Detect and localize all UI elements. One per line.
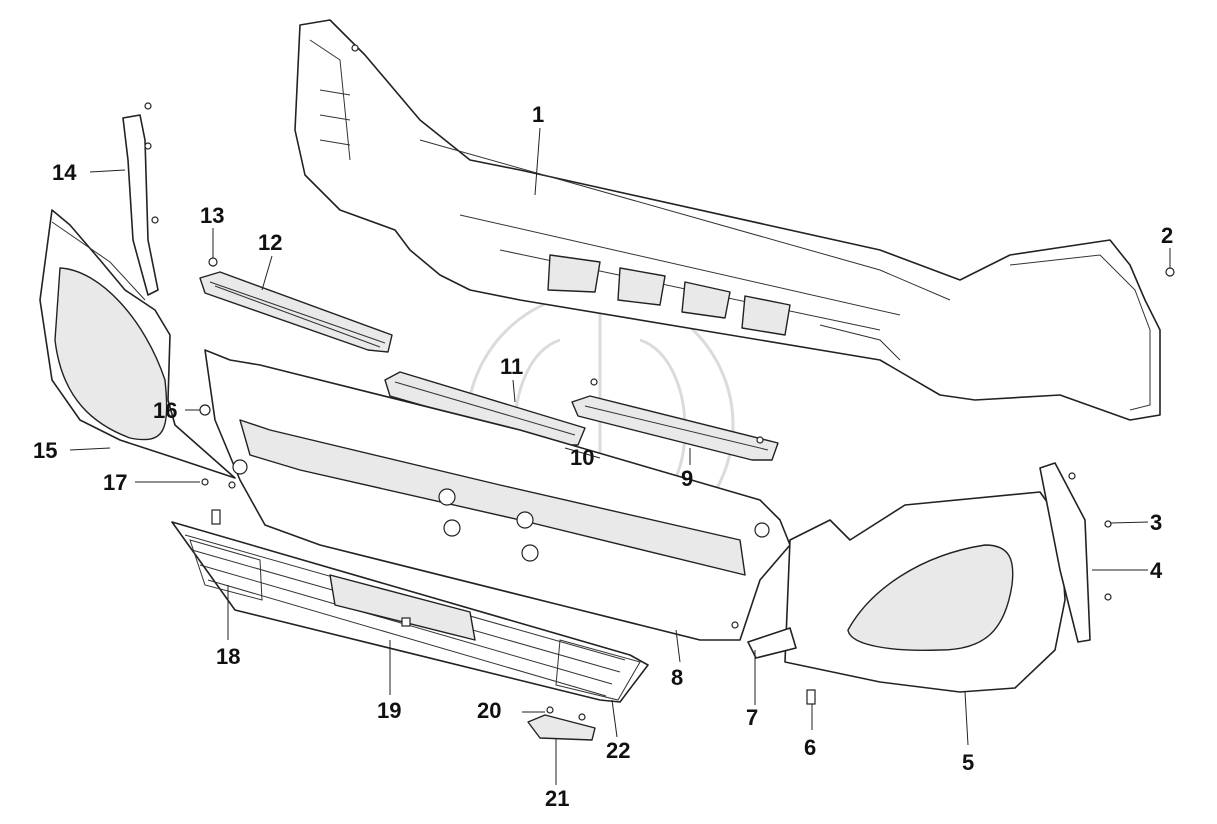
callout-4: 4 xyxy=(1150,558,1163,583)
part-22-grille-end xyxy=(555,639,641,701)
part-11-step-strip-center xyxy=(384,371,586,446)
callout-1: 1 xyxy=(532,102,544,127)
part-21-small-step xyxy=(527,706,596,741)
callout-17: 17 xyxy=(103,470,127,495)
part-7-bracket xyxy=(731,621,797,659)
callout-18: 18 xyxy=(216,644,240,669)
part-6-clip xyxy=(806,689,816,705)
callout-5: 5 xyxy=(962,750,974,775)
part-15-left-corner-cover xyxy=(39,209,236,479)
part-2-bolt xyxy=(1165,267,1175,277)
callout-10: 10 xyxy=(570,445,594,470)
callout-12: 12 xyxy=(258,230,282,255)
part-8-bumper-shell xyxy=(204,349,791,641)
callout-21: 21 xyxy=(545,786,569,811)
callout-labels: 1 2 3 4 5 6 7 8 9 10 11 12 13 14 15 16 1… xyxy=(33,102,1173,811)
callout-9: 9 xyxy=(681,466,693,491)
part-16-clip xyxy=(199,404,211,416)
callout-16: 16 xyxy=(153,398,177,423)
part-9-step-strip-right xyxy=(571,378,779,461)
part-1-bumper-frame xyxy=(294,19,1161,421)
part-14-left-bracket xyxy=(122,102,159,296)
part-19-lower-grille xyxy=(171,521,649,703)
part-18-grille-insert xyxy=(189,539,263,601)
callout-7: 7 xyxy=(746,705,758,730)
callout-19: 19 xyxy=(377,698,401,723)
callout-11: 11 xyxy=(500,354,523,379)
callout-2: 2 xyxy=(1161,223,1173,248)
part-4-right-bracket xyxy=(1039,462,1112,643)
callout-15: 15 xyxy=(33,438,57,463)
callout-8: 8 xyxy=(671,665,683,690)
part-17-screw xyxy=(201,478,236,525)
part-5-right-corner-cover xyxy=(784,491,1066,693)
callout-3: 3 xyxy=(1150,510,1162,535)
leader-lines xyxy=(69,127,1171,785)
callout-6: 6 xyxy=(804,735,816,760)
part-12-step-strip-left xyxy=(199,257,393,353)
callout-20: 20 xyxy=(477,698,501,723)
callout-14: 14 xyxy=(52,160,77,185)
callout-22: 22 xyxy=(606,738,630,763)
callout-13: 13 xyxy=(200,203,224,228)
